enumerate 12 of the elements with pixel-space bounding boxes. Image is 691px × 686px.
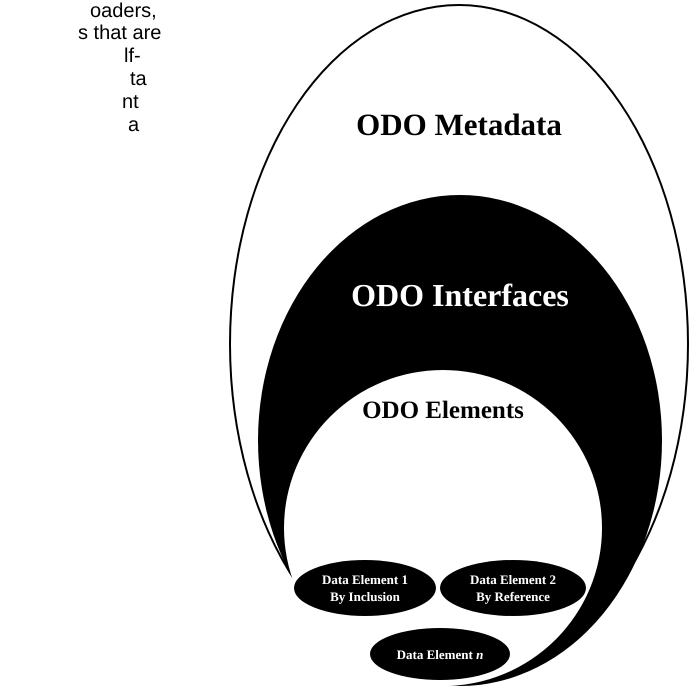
- node-label: Data Element 1 By Inclusion: [321, 571, 409, 605]
- node-label: ODO Interfaces: [351, 276, 569, 315]
- text-fragment: nt: [122, 91, 139, 114]
- node-label: Data Element n: [396, 646, 484, 662]
- node-label: ODO Metadata: [356, 106, 562, 144]
- node-label: Data Element 2 By Reference: [469, 571, 557, 605]
- node-label: ODO Elements: [362, 396, 524, 426]
- text-fragment: lf-: [124, 45, 141, 68]
- text-fragment: a: [128, 114, 140, 137]
- text-fragment: ta: [130, 68, 147, 91]
- text-fragment: s that are: [78, 22, 162, 45]
- text-fragment: oaders,: [90, 0, 157, 23]
